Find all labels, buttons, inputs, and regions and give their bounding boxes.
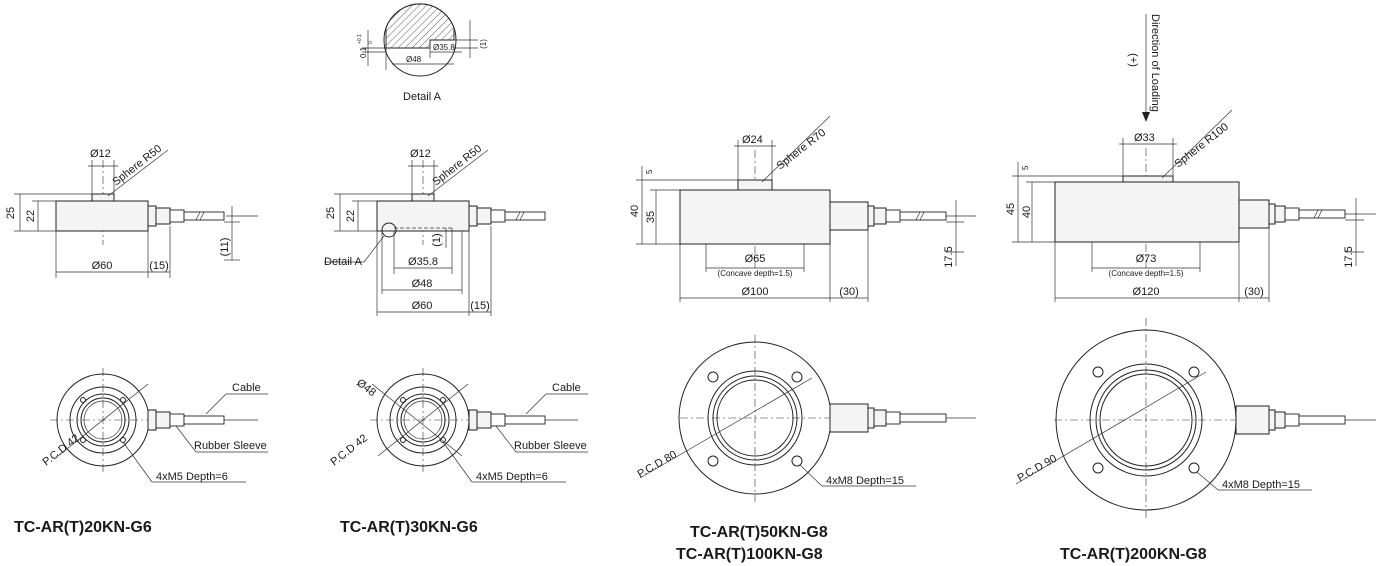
detail-a-depth: (1)	[479, 39, 488, 49]
m1-height-body: 22	[25, 210, 37, 222]
detail-a-title: Detail A	[403, 91, 442, 103]
m1-cable-height: (11)	[219, 238, 231, 257]
m4-cable-len: (30)	[1244, 286, 1264, 298]
m1-cable-len: (15)	[149, 260, 169, 272]
model-200kn-plan-view: P.C.D 90 4xM8 Depth=15	[1016, 318, 1376, 520]
m2-detail-label: Detail A	[324, 256, 363, 268]
m1-dia-top: Ø12	[90, 148, 111, 160]
model-20kn-side-view: Ø12 Sphere R50 25 22 Ø60 (15) (11)	[5, 143, 258, 278]
m1-cable-label: Cable	[232, 382, 261, 394]
m2-cable-len: (15)	[470, 300, 490, 312]
model-50kn-plan-view: P.C.D 80 4xM8 Depth=15	[636, 335, 976, 502]
m4-dia-body: Ø120	[1133, 286, 1160, 298]
m1-sleeve-label: Rubber Sleeve	[194, 440, 267, 452]
m2-plan-dia: Ø48	[354, 377, 378, 399]
model-30kn-side-view: Ø12 Sphere R50 25 22 Detail A (1) Ø35.8 …	[324, 143, 546, 316]
m2-height-body: 22	[345, 210, 357, 222]
m1-height-total: 25	[5, 207, 17, 219]
m3-sphere: Sphere R70	[774, 127, 828, 173]
m4-dia-top: Ø33	[1134, 132, 1155, 144]
m2-sleeve-label: Rubber Sleeve	[514, 440, 587, 452]
m2-height-total: 25	[325, 207, 337, 219]
m4-cable-height: 17.5	[1343, 246, 1355, 267]
m3-concave-note: (Concave depth=1.5)	[718, 269, 793, 278]
model-name-100kn: TC-AR(T)100KN-G8	[676, 546, 823, 563]
m3-height-body: 35	[645, 211, 657, 223]
m4-thread: 4xM8 Depth=15	[1222, 479, 1300, 491]
model-200kn-side-view: Direction of Loading (+) Ø33 Sphere R100	[1005, 14, 1376, 302]
m2-dia-top: Ø12	[410, 148, 431, 160]
m2-sphere: Sphere R50	[430, 143, 484, 189]
detail-a-tolerance: 0.1	[359, 46, 368, 58]
model-name-30kn: TC-AR(T)30KN-G6	[340, 519, 478, 536]
m4-concave-note: (Concave depth=1.5)	[1109, 269, 1184, 278]
m3-height-top: 5	[645, 169, 654, 174]
detail-a-tol-lower: 0	[368, 41, 374, 44]
m1-thread: 4xM5 Depth=6	[156, 471, 228, 483]
m2-dia-inner: Ø35.8	[408, 256, 438, 268]
model-name-50kn: TC-AR(T)50KN-G8	[690, 524, 828, 541]
m2-pcd: P.C.D 42	[328, 432, 369, 468]
detail-a-dia-48: Ø48	[406, 55, 422, 64]
m3-dia-top: Ø24	[742, 134, 763, 146]
m2-dia-mid: Ø48	[412, 278, 433, 290]
model-name-200kn: TC-AR(T)200KN-G8	[1060, 546, 1207, 563]
m3-cable-height: 17.5	[943, 246, 955, 267]
m3-cable-len: (30)	[839, 286, 859, 298]
model-50kn-side-view: Ø24 Sphere R70 5 40 35 Ø65 (Concave dept…	[629, 115, 976, 302]
m1-dia-body: Ø60	[92, 260, 113, 272]
m3-dia-concave: Ø65	[745, 253, 766, 265]
m4-pcd: P.C.D 90	[1016, 453, 1059, 485]
m2-cable-label: Cable	[552, 382, 581, 394]
m1-sphere: Sphere R50	[110, 143, 164, 189]
m4-dia-concave: Ø73	[1136, 253, 1157, 265]
m4-sphere: Sphere R100	[1172, 121, 1230, 170]
detail-a: Detail A Ø48 Ø35.8 (1) 0.1 +0.1 0	[357, 3, 488, 103]
m3-pcd: P.C.D 80	[636, 449, 679, 481]
detail-a-dia-35-8: Ø35.8	[433, 43, 455, 52]
m3-thread: 4xM8 Depth=15	[826, 475, 904, 487]
m2-thread: 4xM5 Depth=6	[476, 471, 548, 483]
m4-height-total: 45	[1005, 203, 1017, 215]
loading-direction: Direction of Loading	[1149, 14, 1161, 112]
m2-depth: (1)	[431, 233, 443, 246]
m2-dia-body: Ø60	[412, 300, 433, 312]
m1-pcd: P.C.D 42	[40, 432, 81, 468]
m4-height-top: 5	[1021, 165, 1030, 170]
loading-sign: (+)	[1127, 53, 1139, 67]
model-30kn-plan-view: Ø48 P.C.D 42 4xM5 Depth=6 Cable Rubber S…	[328, 368, 588, 483]
model-name-20kn: TC-AR(T)20KN-G6	[14, 519, 152, 536]
m4-height-body: 40	[1021, 206, 1033, 218]
m3-dia-body: Ø100	[742, 286, 769, 298]
m3-height-total: 40	[629, 205, 641, 217]
model-20kn-plan-view: P.C.D 42 4xM5 Depth=6 Cable Rubber Sleev…	[40, 368, 268, 483]
detail-a-tol-upper: +0.1	[357, 34, 363, 44]
